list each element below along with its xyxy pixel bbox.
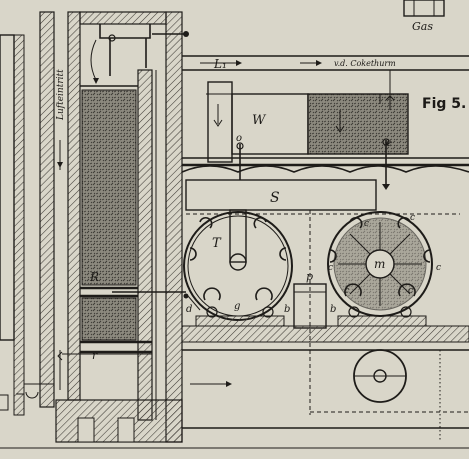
label-p: p — [306, 270, 313, 283]
label-gas: Gas — [412, 20, 433, 33]
floor-beam — [181, 138, 469, 415]
label-g: g — [234, 301, 240, 312]
label-T: T — [212, 236, 222, 251]
label-L1: L₁ — [213, 57, 227, 71]
lower-floor — [0, 325, 469, 449]
label-e: e — [386, 138, 392, 149]
label-W: W — [252, 113, 267, 128]
tank-W — [206, 70, 409, 163]
vertical-column — [16, 11, 189, 443]
label-b-right: b — [330, 304, 336, 315]
lower-wheel — [353, 349, 407, 403]
label-c-2: c — [410, 213, 415, 223]
label-R: R — [89, 270, 99, 284]
label-r: r — [92, 349, 98, 362]
label-m: m — [374, 257, 385, 271]
label-c-1: c — [364, 219, 369, 229]
label-air-inlet: Lufteintritt — [56, 69, 66, 121]
label-c-3: c — [328, 263, 333, 273]
gas-outlet — [403, 0, 445, 17]
label-b-left: b — [284, 304, 290, 315]
drum-m — [327, 211, 433, 327]
drum-m-spokes — [338, 222, 422, 306]
label-c-6: c — [408, 286, 413, 296]
label-d: d — [186, 304, 192, 315]
label-o: o — [236, 133, 242, 144]
figure-number: Fig 5. — [422, 96, 466, 112]
label-S: S — [270, 190, 280, 206]
label-c-4: c — [436, 263, 441, 273]
left-edge-structure — [0, 34, 25, 416]
label-coke-tower: v.d. Cokethurm — [334, 59, 396, 68]
label-c-5: c — [344, 286, 349, 296]
pipe-L1 — [182, 55, 469, 71]
